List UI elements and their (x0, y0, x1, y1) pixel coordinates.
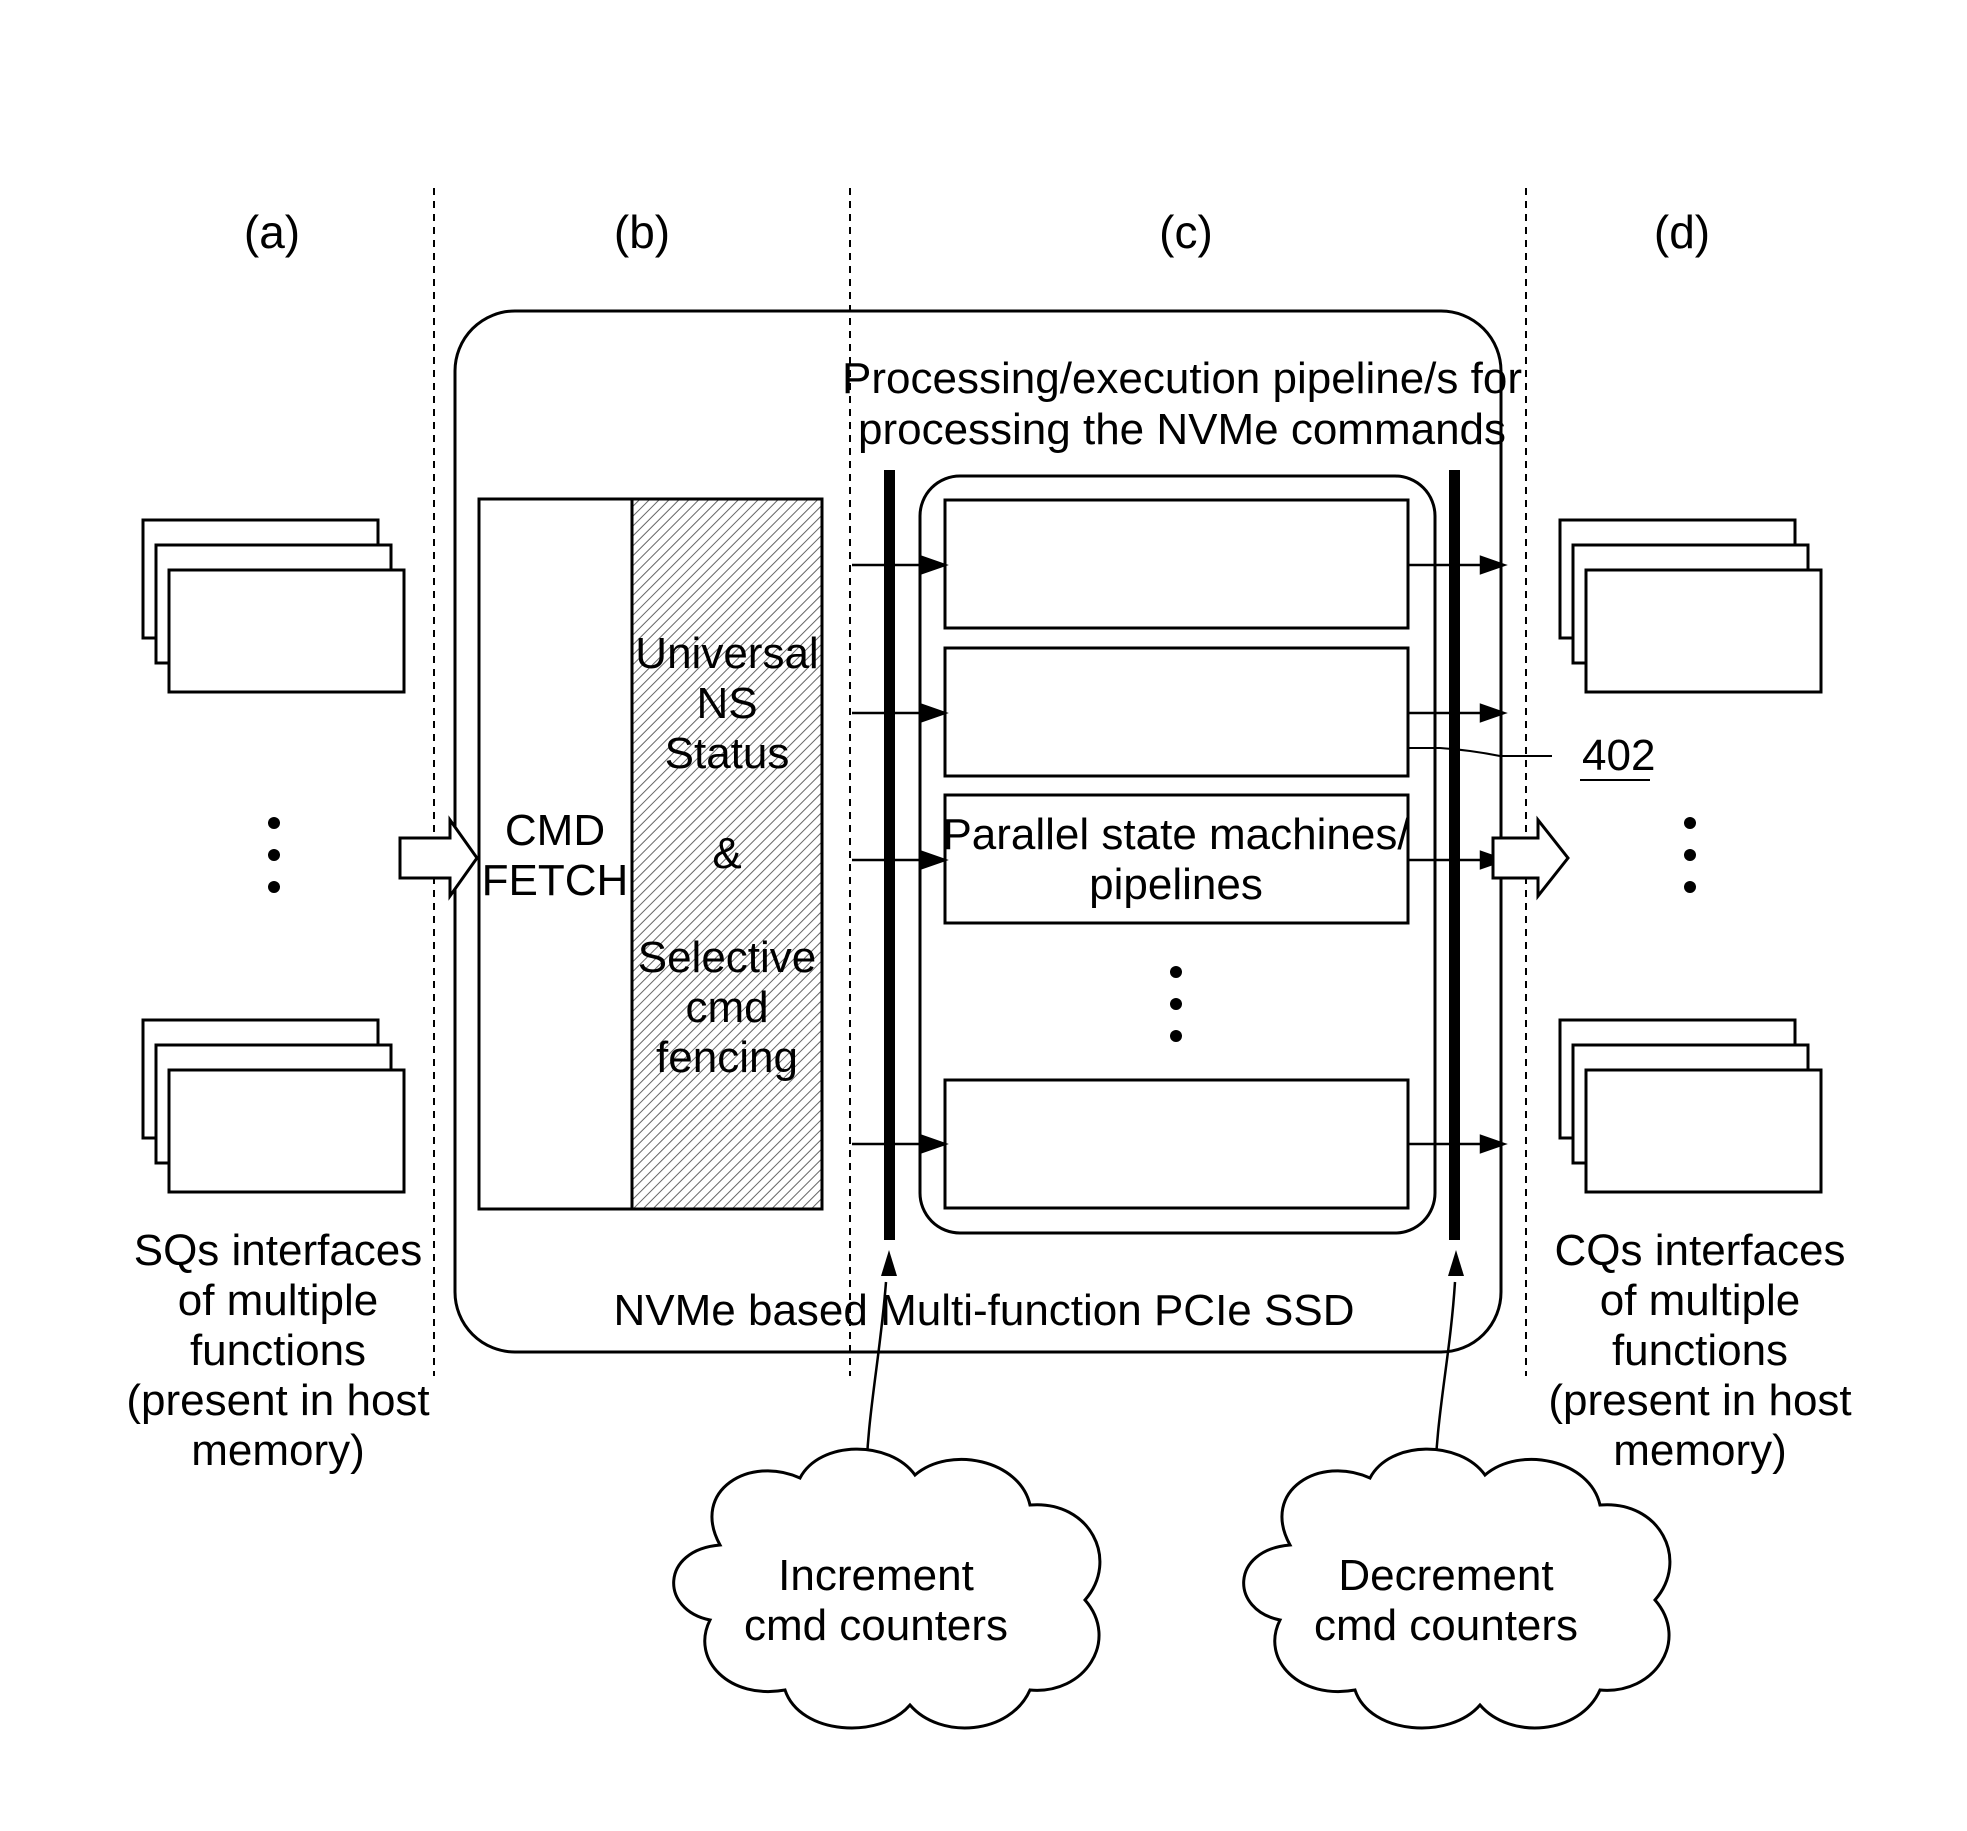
pipeline-title-line-1: Processing/execution pipeline/s for (842, 354, 1522, 403)
ssd-label: NVMe based Multi-function PCIe SSD (614, 1286, 1355, 1335)
cq-stack-top (1560, 520, 1821, 692)
sq-label: SQs interfaces of multiple functions (pr… (126, 1226, 429, 1475)
pipeline-ellipsis-dots (1170, 966, 1182, 1042)
universal-line-7: fencing (656, 1033, 798, 1082)
sq-label-line-5: memory) (191, 1426, 365, 1475)
column-header-d: (d) (1654, 206, 1710, 258)
sq-to-fetch-arrow (400, 820, 477, 896)
universal-line-3: Status (665, 729, 790, 778)
increment-bar (884, 470, 895, 1240)
increment-cloud-line-2: cmd counters (744, 1601, 1008, 1650)
column-header-a: (a) (244, 206, 300, 258)
state-machine-box-2 (945, 648, 1408, 776)
cmd-fetch-line-1: CMD (505, 806, 605, 855)
cq-label-line-5: memory) (1613, 1426, 1787, 1475)
sq-label-line-4: (present in host (126, 1376, 429, 1425)
reference-numeral: 402 (1582, 731, 1655, 780)
sq-label-line-2: of multiple (178, 1276, 379, 1325)
state-machine-label-line-2: pipelines (1089, 860, 1263, 909)
column-header-b: (b) (614, 206, 670, 258)
state-machine-box-1 (945, 500, 1408, 628)
pipeline-title: Processing/execution pipeline/s for proc… (842, 354, 1522, 454)
column-header-c: (c) (1159, 206, 1213, 258)
sq-ellipsis-dots (268, 817, 280, 893)
reference-leader-line (1408, 748, 1552, 756)
increment-cloud-line-1: Increment (778, 1551, 974, 1600)
cq-label-line-4: (present in host (1548, 1376, 1851, 1425)
sq-label-line-3: functions (190, 1326, 366, 1375)
decrement-cloud-arrowhead (1448, 1250, 1464, 1276)
increment-cloud-arrowhead (881, 1250, 897, 1276)
input-arrows (852, 557, 945, 1152)
sq-label-line-1: SQs interfaces (134, 1226, 423, 1275)
cq-stack-bottom (1560, 1020, 1821, 1192)
ssd-to-cq-arrow (1493, 820, 1568, 896)
universal-line-1: Universal (635, 629, 818, 678)
sq-stack-bottom (143, 1020, 404, 1192)
universal-line-2: NS (696, 679, 757, 728)
decrement-cloud-line-2: cmd counters (1314, 1601, 1578, 1650)
universal-line-6: cmd (685, 983, 768, 1032)
state-machine-label-line-1: Parallel state machines/ (942, 810, 1410, 859)
universal-line-4: & (712, 829, 741, 878)
sq-stack-top (143, 520, 404, 692)
universal-line-5: Selective (638, 933, 817, 982)
state-machine-box-last (945, 1080, 1408, 1208)
cq-label: CQs interfaces of multiple functions (pr… (1548, 1226, 1851, 1475)
cq-label-line-2: of multiple (1600, 1276, 1801, 1325)
cq-ellipsis-dots (1684, 817, 1696, 893)
cq-label-line-3: functions (1612, 1326, 1788, 1375)
decrement-bar (1449, 470, 1460, 1240)
cq-label-line-1: CQs interfaces (1555, 1226, 1846, 1275)
cmd-fetch-line-2: FETCH (482, 856, 629, 905)
pipeline-title-line-2: processing the NVMe commands (858, 405, 1506, 454)
column-headers: (a) (b) (c) (d) (244, 206, 1710, 258)
decrement-cloud-line-1: Decrement (1338, 1551, 1553, 1600)
